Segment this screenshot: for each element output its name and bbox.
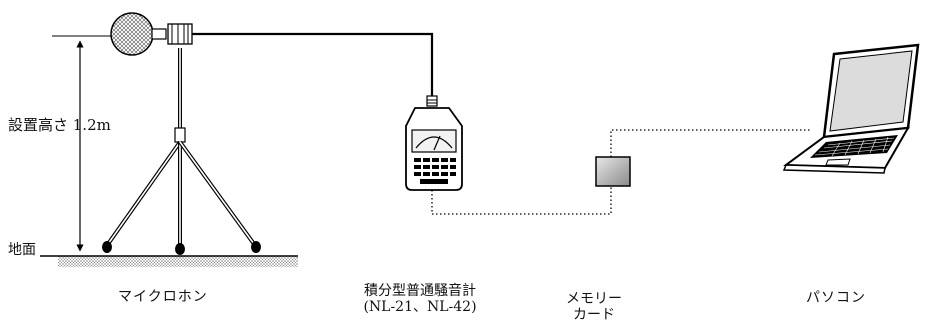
installation-height-label: 設置高さ 1.2m — [8, 116, 111, 134]
ground — [40, 255, 298, 267]
laptop-icon — [782, 43, 920, 174]
sound-level-meter-icon — [405, 95, 463, 191]
ground-hatch — [58, 256, 298, 267]
memory-card-caption-line1: メモリー — [566, 291, 622, 307]
memory-card-caption-line2: カード — [573, 307, 615, 324]
memory-card-icon — [595, 156, 631, 187]
sound-level-meter-name: 積分型普通騒音計 — [364, 283, 476, 299]
tripod-icon — [102, 48, 261, 255]
ground-label: 地面 — [8, 242, 36, 258]
microphone-icon — [110, 12, 193, 56]
sound-level-meter-models: (NL-21、NL-42) — [363, 299, 477, 316]
memory-card-caption: メモリー カード — [554, 291, 634, 323]
microphone-caption: マイクロホン — [118, 289, 208, 305]
meter-to-card-link — [431, 187, 612, 215]
sound-level-meter-caption: 積分型普通騒音計 (NL-21、NL-42) — [340, 283, 500, 315]
computer-caption: パソコン — [806, 290, 866, 306]
microphone-cable — [192, 32, 434, 96]
card-to-computer-link — [610, 129, 812, 157]
